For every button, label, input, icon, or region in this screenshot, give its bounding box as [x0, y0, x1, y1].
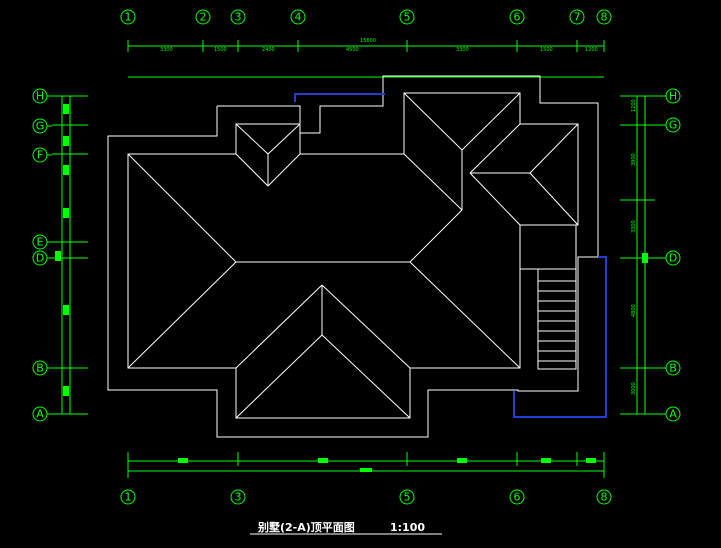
dim-top-3: 2400 — [262, 47, 275, 53]
drawing-title-block: 别墅(2-A)顶平面图 1:100 — [250, 520, 442, 535]
dim-top-6: 1500 — [540, 47, 553, 53]
axis-top-3: 3 — [235, 11, 242, 24]
axis-left-B: B — [36, 362, 44, 375]
dim-right-3: 3300 — [631, 220, 637, 233]
axis-bottom-8: 8 — [601, 491, 608, 504]
dimension-texts: 15600 3300 1500 2400 4500 3300 1500 1200… — [160, 38, 637, 395]
dim-top-4: 4500 — [346, 47, 359, 53]
axis-top-5: 5 — [404, 11, 411, 24]
dim-right-2: 3900 — [631, 153, 637, 166]
axis-top-7: 7 — [574, 11, 581, 24]
axis-right-H: H — [669, 90, 677, 103]
axis-bottom-1: 1 — [125, 491, 132, 504]
dim-top-5: 3300 — [456, 47, 469, 53]
axis-right-A: A — [669, 408, 677, 421]
axis-top-8: 8 — [601, 11, 608, 24]
axis-labels: 1 2 3 4 5 6 7 8 1 3 5 6 8 H G F E D B A … — [36, 11, 678, 504]
dimension-markers — [55, 104, 648, 472]
dim-top-1: 3300 — [160, 47, 173, 53]
dim-right-4: 4800 — [631, 304, 637, 317]
stair-treads — [538, 280, 576, 362]
axis-left-H: H — [36, 90, 44, 103]
axis-top-4: 4 — [295, 11, 302, 24]
axis-top-1: 1 — [125, 11, 132, 24]
axis-left-G: G — [36, 120, 45, 133]
axis-bottom-3: 3 — [235, 491, 242, 504]
axis-top-6: 6 — [514, 11, 521, 24]
axis-right-D: D — [669, 252, 677, 265]
axis-right-B: B — [669, 362, 677, 375]
axis-right-G: G — [669, 119, 678, 132]
axis-left-D: D — [36, 252, 44, 265]
roof-main — [127, 92, 579, 419]
drawing-scale: 1:100 — [390, 521, 425, 534]
axis-left-A: A — [36, 408, 44, 421]
axis-left-F: F — [37, 149, 43, 162]
dim-overall-top: 15600 — [360, 38, 376, 44]
dim-top-2: 1500 — [214, 47, 227, 53]
axis-bubbles — [32, 9, 681, 505]
axis-left-E: E — [37, 236, 44, 249]
dim-top-7: 1200 — [585, 47, 598, 53]
dimension-lines — [52, 40, 655, 478]
dim-right-1: 1200 — [631, 99, 637, 112]
drawing-title: 别墅(2-A)顶平面图 — [257, 520, 355, 534]
axis-bottom-6: 6 — [514, 491, 521, 504]
eave-line — [107, 75, 599, 438]
dim-right-5: 3000 — [631, 382, 637, 395]
roof-outline — [107, 75, 599, 438]
axis-bottom-5: 5 — [404, 491, 411, 504]
axis-top-2: 2 — [200, 11, 207, 24]
blue-accent-lines — [294, 93, 607, 418]
